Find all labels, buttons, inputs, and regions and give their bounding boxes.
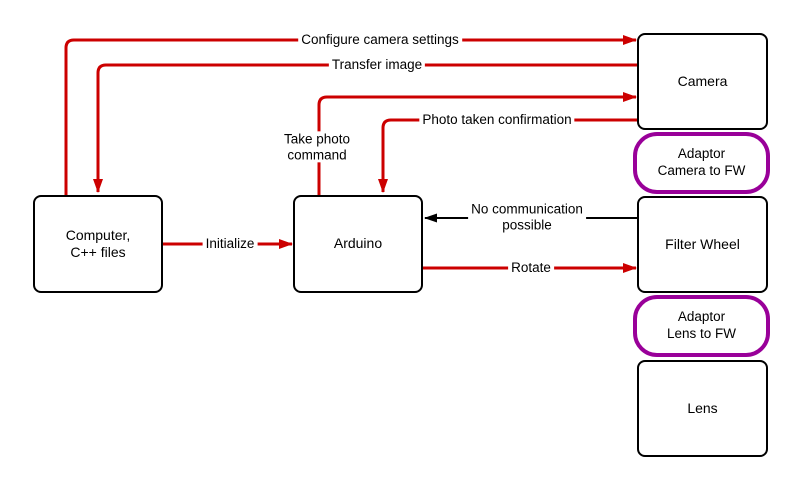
node-adaptor-lens-to-fw: Adaptor Lens to FW [633,295,770,357]
edge-label-take-photo-command: Take photo command [280,131,354,163]
node-camera: Camera [637,33,768,130]
edge-label-transfer-image: Transfer image [328,57,426,73]
edge-label-rotate: Rotate [508,260,554,276]
edge-label-photo-taken-confirmation: Photo taken confirmation [419,112,575,128]
edge-label-configure-camera-settings: Configure camera settings [298,32,462,48]
node-arduino: Arduino [293,195,423,293]
node-filter-wheel: Filter Wheel [637,196,768,293]
edge-configure-camera-settings [64,35,637,195]
edge-label-no-communication: No communication possible [468,201,586,233]
node-adaptor-camera-to-fw: Adaptor Camera to FW [633,132,770,194]
edge-transfer-image [93,63,637,193]
edge-take-photo-command [317,92,637,195]
edge-photo-taken-confirmation [378,118,637,193]
edge-label-initialize: Initialize [202,236,258,252]
node-computer: Computer, C++ files [33,195,163,293]
node-lens: Lens [637,360,768,457]
